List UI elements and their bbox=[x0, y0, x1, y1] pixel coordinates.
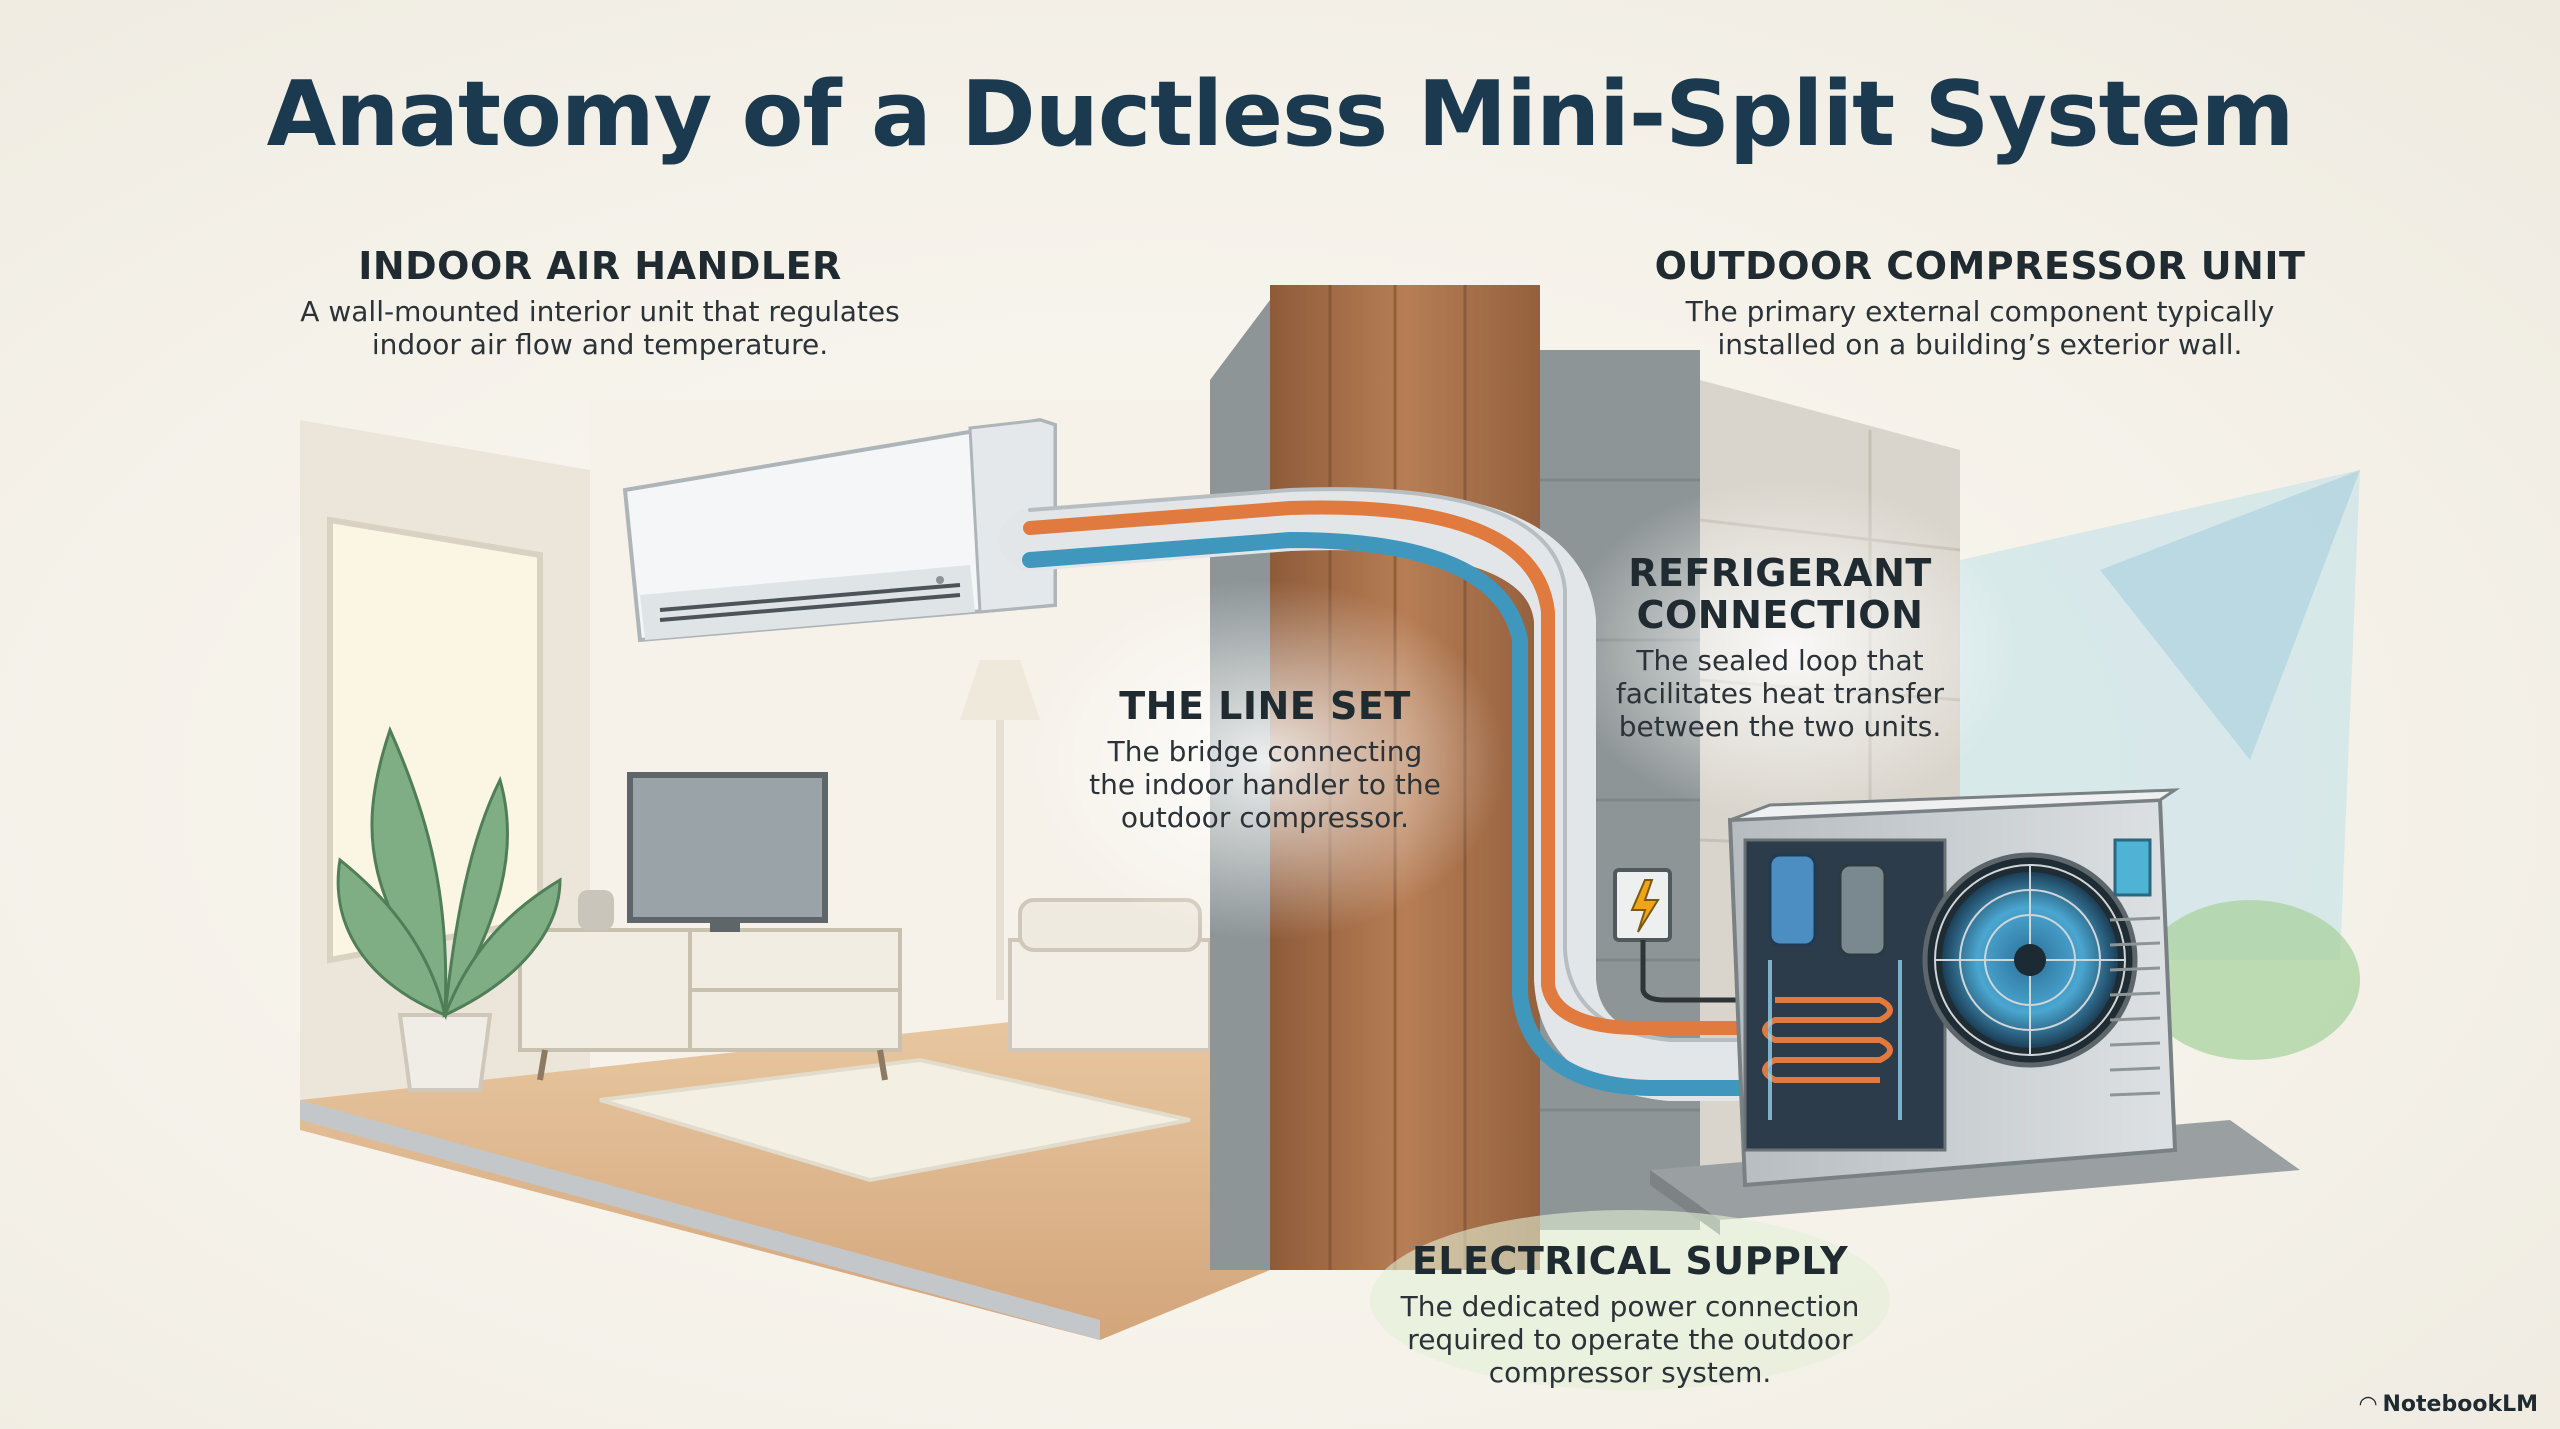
lineset-desc-1: The bridge connecting bbox=[1107, 735, 1423, 768]
indoor-desc-1: A wall-mounted interior unit that regula… bbox=[300, 295, 900, 328]
lineset-desc-3: outdoor compressor. bbox=[1120, 801, 1410, 834]
indoor-desc-2: indoor air flow and temperature. bbox=[371, 328, 829, 361]
refrigerant-desc-2: facilitates heat transfer bbox=[1615, 677, 1945, 710]
lineset-heading: THE LINE SET bbox=[1119, 684, 1411, 728]
line-set-label: THE LINE SET The bridge connecting the i… bbox=[1065, 685, 1465, 834]
outdoor-compressor-label: OUTDOOR COMPRESSOR UNIT The primary exte… bbox=[1640, 245, 2320, 361]
refrigerant-desc-3: between the two units. bbox=[1618, 710, 1942, 743]
refrigerant-heading-1: REFRIGERANT bbox=[1628, 551, 1932, 595]
page-title: Anatomy of a Ductless Mini-Split System bbox=[266, 62, 2295, 167]
electrical-desc-3: compressor system. bbox=[1488, 1356, 1772, 1389]
line-set-pipes bbox=[999, 487, 1791, 1101]
electrical-desc-1: The dedicated power connection bbox=[1400, 1290, 1860, 1323]
outdoor-desc-2: installed on a building’s exterior wall. bbox=[1717, 328, 2243, 361]
refrigerant-desc-1: The sealed loop that bbox=[1636, 644, 1924, 677]
indoor-heading: INDOOR AIR HANDLER bbox=[358, 244, 842, 288]
rug bbox=[599, 1057, 1191, 1183]
outdoor-heading: OUTDOOR COMPRESSOR UNIT bbox=[1654, 244, 2306, 288]
bush bbox=[2140, 900, 2360, 1060]
brand-watermark: ◠NotebookLM bbox=[2360, 1392, 2538, 1417]
lineset-desc-2: the indoor handler to the bbox=[1089, 768, 1441, 801]
outdoor-display bbox=[2113, 838, 2152, 897]
brand-name: NotebookLM bbox=[2382, 1392, 2538, 1417]
refrigerant-connection-label: REFRIGERANT CONNECTION The sealed loop t… bbox=[1580, 552, 1980, 743]
indoor-air-handler-label: INDOOR AIR HANDLER A wall-mounted interi… bbox=[270, 245, 930, 361]
refrigerant-heading-2: CONNECTION bbox=[1636, 593, 1924, 637]
notebooklm-logo-icon: ◠ bbox=[2359, 1392, 2377, 1417]
tv bbox=[627, 772, 828, 923]
electrical-heading: ELECTRICAL SUPPLY bbox=[1411, 1239, 1849, 1283]
plant-pot bbox=[397, 1013, 493, 1092]
plant-leaves bbox=[336, 725, 562, 1021]
electrical-supply-label: ELECTRICAL SUPPLY The dedicated power co… bbox=[1340, 1240, 1920, 1389]
sky-shape-dark bbox=[2100, 470, 2360, 760]
sofa bbox=[1008, 938, 1212, 1052]
outdoor-unit bbox=[1650, 788, 2300, 1235]
outdoor-desc-1: The primary external component typically bbox=[1685, 295, 2275, 328]
electrical-box bbox=[1613, 868, 1760, 1003]
floor-edge bbox=[300, 1100, 1100, 1340]
lamp-shade bbox=[960, 660, 1040, 720]
electrical-desc-2: required to operate the outdoor bbox=[1407, 1323, 1853, 1356]
